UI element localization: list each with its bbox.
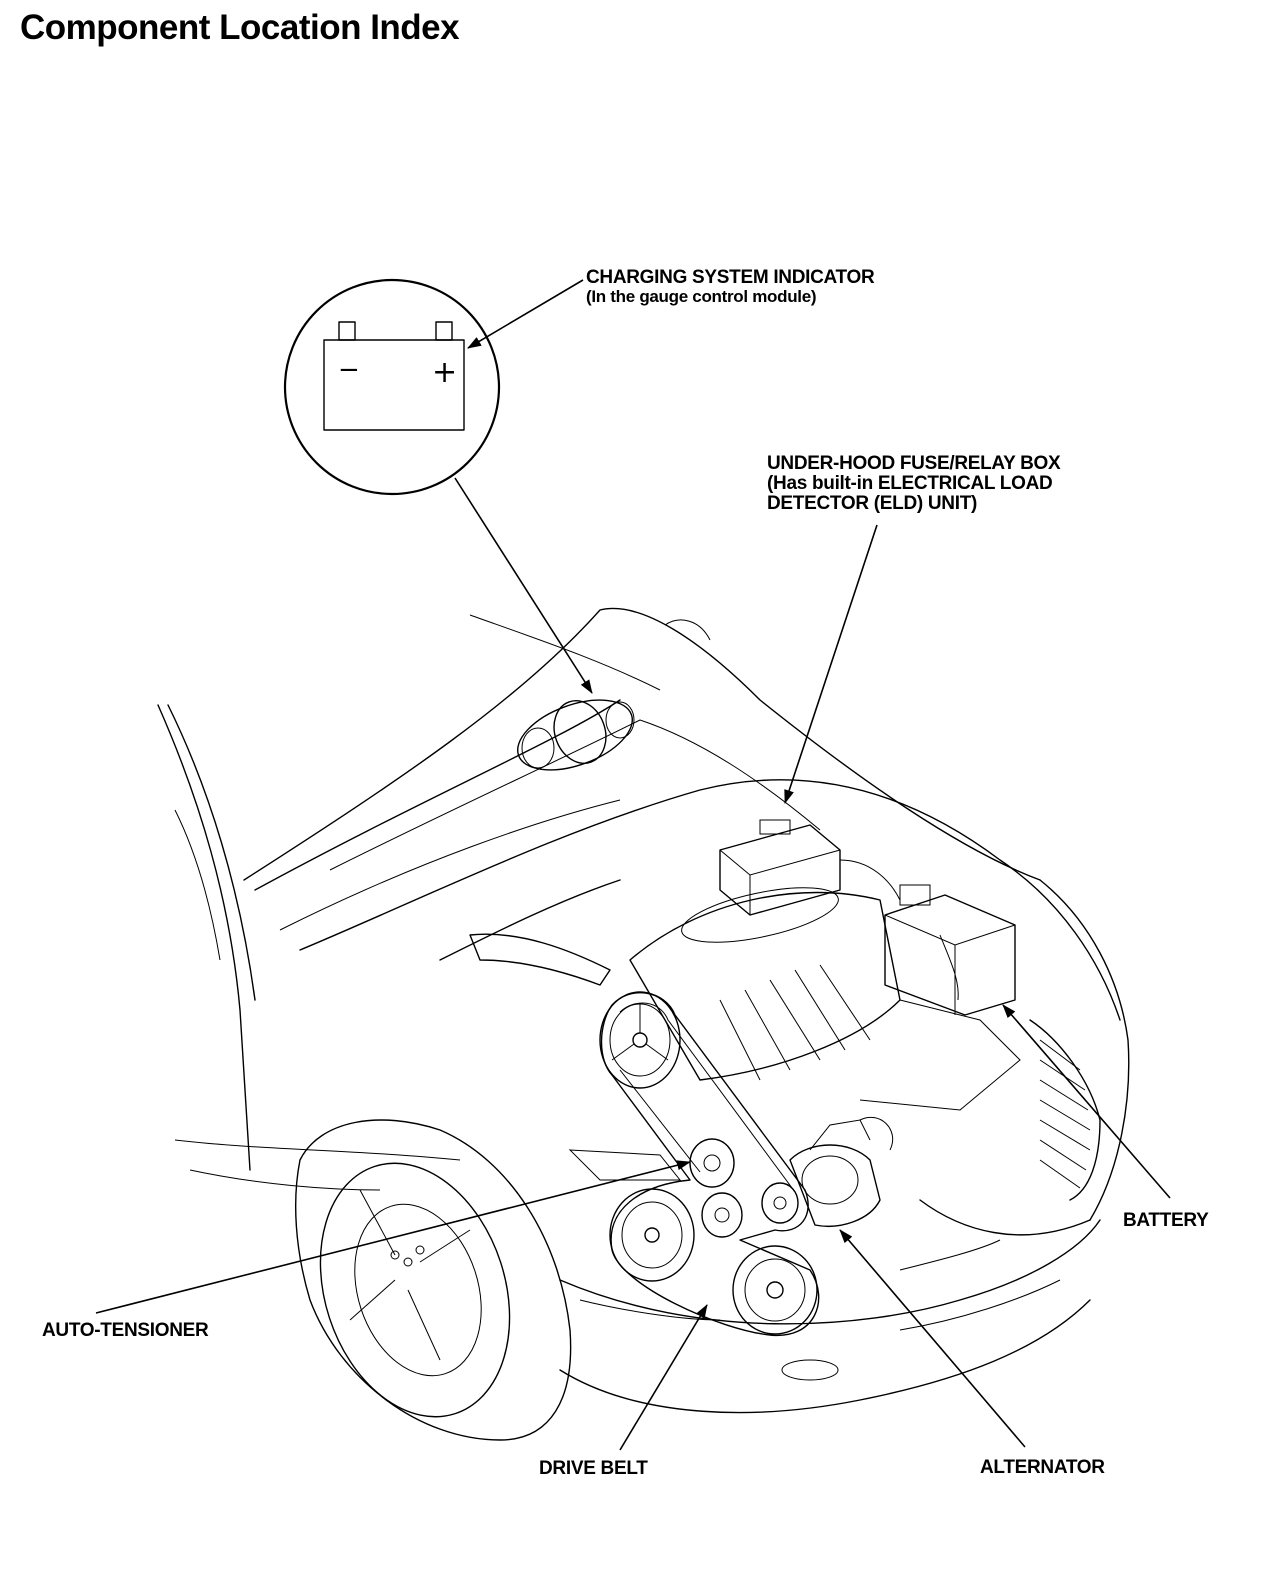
lower-pulley	[732, 1245, 818, 1335]
gauge-cluster	[516, 619, 711, 771]
leader-lines	[95, 279, 1171, 1451]
drive-belt-label: DRIVE BELT	[539, 1458, 648, 1479]
middle-pulley	[701, 1192, 743, 1238]
fuse-box-label: UNDER-HOOD FUSE/RELAY BOX (Has built-in …	[767, 453, 1061, 514]
battery-unit	[884, 884, 1016, 1016]
fuse-box-line-1: UNDER-HOOD FUSE/RELAY BOX	[767, 453, 1061, 474]
fuse-relay-box	[719, 819, 901, 916]
auto-tensioner-pulley	[689, 1138, 735, 1188]
charging-indicator-inset: − +	[283, 278, 501, 496]
charging-indicator-line-1: CHARGING SYSTEM INDICATOR	[586, 267, 875, 288]
idler-pulley	[761, 1182, 799, 1224]
page-title: Component Location Index	[20, 8, 460, 47]
engine	[469, 887, 1021, 1111]
plus-sign: +	[432, 355, 457, 390]
grille	[1029, 1019, 1101, 1201]
battery-symbol-icon: − +	[323, 321, 465, 431]
front-wheel	[295, 1119, 572, 1441]
fuse-box-line-2: (Has built-in ELECTRICAL LOAD	[767, 473, 1053, 494]
auto-tensioner-label: AUTO-TENSIONER	[42, 1320, 209, 1341]
car-body	[157, 607, 1130, 1414]
minus-sign: −	[338, 355, 360, 385]
alternator-label: ALTERNATOR	[980, 1457, 1105, 1478]
alternator-unit	[789, 1116, 894, 1227]
upper-pulley	[599, 991, 681, 1089]
fog-lamp	[568, 1149, 682, 1181]
charging-indicator-label: CHARGING SYSTEM INDICATOR (In the gauge …	[586, 267, 875, 306]
belt-drive	[599, 991, 820, 1337]
fuse-box-line-3: DETECTOR (ELD) UNIT)	[767, 493, 978, 514]
battery-label: BATTERY	[1123, 1210, 1209, 1231]
charging-indicator-line-2: (In the gauge control module)	[586, 287, 817, 306]
bumper-line	[899, 1239, 1001, 1271]
